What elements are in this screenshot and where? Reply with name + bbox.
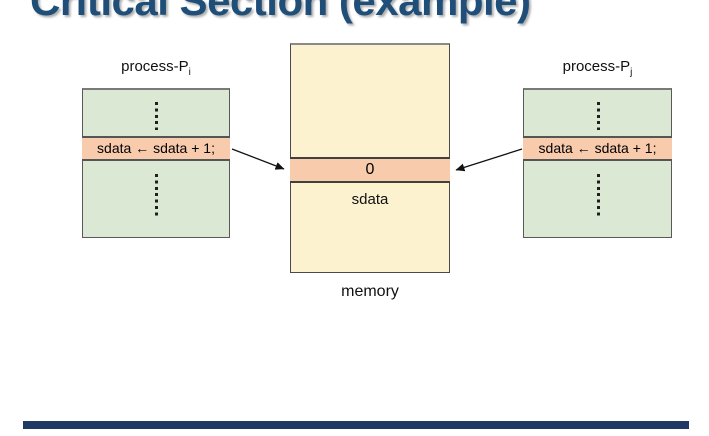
process-left-label: process-Pi xyxy=(82,58,230,78)
process-right-box: sdata ← sdata + 1; xyxy=(523,88,672,238)
process-left-name: process-P xyxy=(121,58,189,75)
process-right-subscript: j xyxy=(630,67,633,78)
process-left-box: sdata ← sdata + 1; xyxy=(82,88,230,238)
process-right-name: process-P xyxy=(562,58,631,75)
footer-rule xyxy=(23,421,689,429)
critical-section-statement-left: sdata ← sdata + 1; xyxy=(82,136,230,161)
ellipsis-top-right xyxy=(596,102,600,130)
ellipsis-top-left xyxy=(155,102,158,130)
memory-caption: memory xyxy=(341,283,399,300)
ellipsis-bottom-right xyxy=(596,174,600,218)
memory-cell-value: 0 xyxy=(290,157,450,183)
arrow-left-to-memory xyxy=(231,148,285,170)
process-left-subscript: i xyxy=(188,67,191,78)
critical-section-statement-right: sdata ← sdata + 1; xyxy=(523,136,672,161)
arrow-right-to-memory xyxy=(455,148,523,172)
process-right-label: process-Pj xyxy=(523,58,672,78)
memory-box: 0 sdata xyxy=(290,43,450,273)
memory-cell-label: sdata xyxy=(351,191,389,208)
slide-title: Critical Section (example) xyxy=(30,0,531,24)
ellipsis-bottom-left xyxy=(155,174,158,218)
